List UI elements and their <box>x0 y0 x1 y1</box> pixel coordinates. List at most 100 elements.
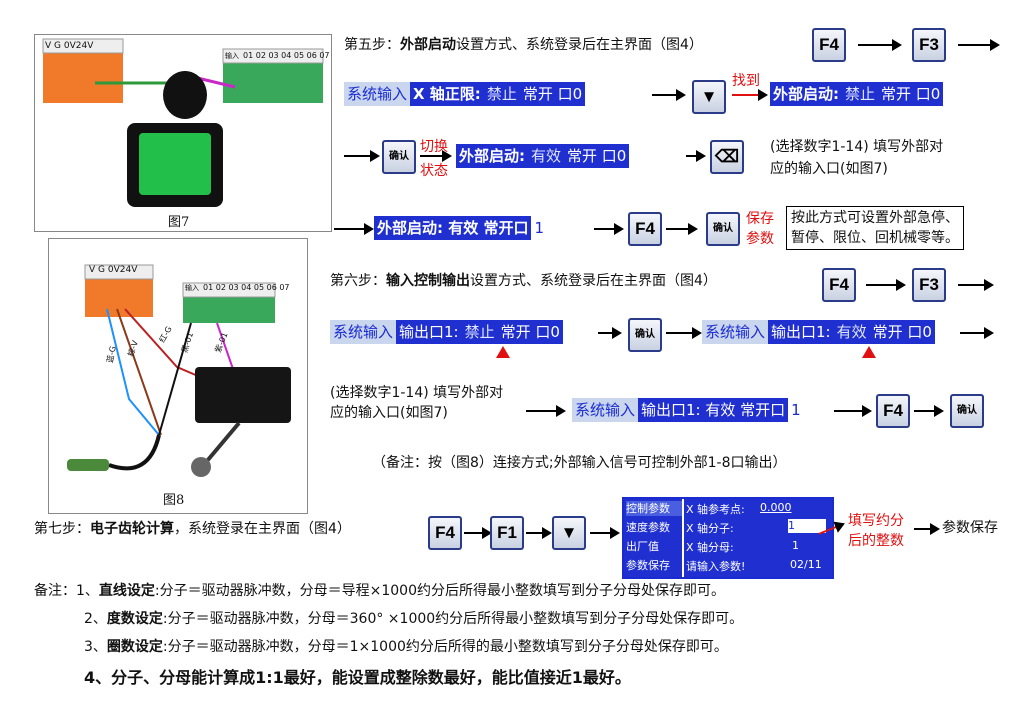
lcd-menu-save[interactable]: 参数保存 <box>626 559 670 572</box>
arrow <box>334 223 374 235</box>
key-f4-save[interactable]: F4 <box>628 212 662 246</box>
step7-suffix: ，系统登录在主界面（图4） <box>174 521 351 537</box>
bar-system-input: 系统输入 <box>344 82 411 106</box>
button-wiring-illustration <box>42 38 324 207</box>
figure-8-photo: V G 0V24V 01 02 03 04 05 06 07 输入 蓝-G 棕-… <box>48 238 308 514</box>
lcd-menu-speed[interactable]: 速度参数 <box>626 521 670 534</box>
note-3: 3、圈数设定:分子＝驱动器脉冲数，分母＝1×1000约分后所得的最小整数填写到分… <box>84 636 728 656</box>
key-down-arrow[interactable]: ▼ <box>692 80 726 114</box>
bar-port-value: 1 <box>531 216 547 240</box>
lcd-numerator-label: X 轴分子: <box>686 522 734 535</box>
save-label-1: 保存 <box>746 211 774 227</box>
note-1: 备注：1、直线设定:分子＝驱动器脉冲数，分母＝导程×1000约分后所得最小整数填… <box>34 580 725 600</box>
step6-prefix: 第六步： <box>330 273 386 289</box>
step6-desc-line1: (选择数字1-14) 填写外部对 <box>330 385 504 401</box>
bar-output-label: 输出口1: <box>768 320 834 344</box>
arrow <box>834 405 872 417</box>
figure-8-caption: 图8 <box>163 493 185 508</box>
fig8-terminal-left-label: V G 0V24V <box>89 265 138 275</box>
step6-heading: 第六步：输入控制输出设置方式、系统登录后在主界面（图4） <box>330 272 717 290</box>
lcd-bar-external-start-disabled: 外部启动:禁止常开 口0 <box>770 82 944 106</box>
delete-icon: ⌫ <box>714 147 740 166</box>
key-down-step7[interactable]: ▼ <box>552 516 586 550</box>
key-f1-step7[interactable]: F1 <box>490 516 524 550</box>
lcd-denominator-label: X 轴分母: <box>686 541 734 554</box>
arrow <box>866 279 906 291</box>
lcd-parameter-screen: 控制参数 速度参数 出厂值 参数保存 X 轴参考点: 0.000 X 轴分子: … <box>622 497 834 579</box>
step5-desc-line2: 应的输入口(如图7) <box>770 161 888 177</box>
note-2-text: :分子＝驱动器脉冲数，分母＝360° ×1000约分后所得最小整数填写到分子分母… <box>162 611 744 627</box>
key-f4-step6[interactable]: F4 <box>822 268 856 302</box>
note-1-text: :分子＝驱动器脉冲数，分母＝导程×1000约分后所得最小整数填写到分子分母处保存… <box>154 583 725 599</box>
bar-system-input: 系统输入 <box>330 320 397 344</box>
key-confirm-step6-a[interactable]: 确认 <box>628 318 662 352</box>
red-pointer-icon <box>496 346 510 358</box>
arrow <box>594 223 624 235</box>
tip-line-1: 按此方式可设置外部急停、 <box>791 210 959 226</box>
lcd-bar-output1-disabled: 系统输入输出口1:禁止常开 口0 <box>330 320 563 344</box>
note-3-text: :分子＝驱动器脉冲数，分母＝1×1000约分后所得的最小整数填写到分子分母处保存… <box>162 639 728 655</box>
lcd-menu-control[interactable]: 控制参数 <box>626 501 682 516</box>
arrow <box>666 223 698 235</box>
found-label: 找到 <box>732 73 760 89</box>
lcd-ref-value[interactable]: 0.000 <box>760 501 792 514</box>
note-2-bold: 度数设定 <box>106 611 163 627</box>
step7-heading: 第七步：电子齿轮计算，系统登录在主界面（图4） <box>34 520 351 538</box>
key-confirm-step6-b[interactable]: 确认 <box>950 394 984 428</box>
bar-enabled-value: 有效 <box>528 144 565 168</box>
arrow <box>958 39 1000 51</box>
note-2: 2、度数设定:分子＝驱动器脉冲数，分母＝360° ×1000约分后所得最小整数填… <box>84 608 743 628</box>
lcd-numerator-input[interactable]: 1 <box>788 519 826 533</box>
arrow <box>464 527 492 539</box>
step5-heading: 第五步：外部启动设置方式、系统登录后在主界面（图4） <box>344 36 703 54</box>
key-f4-step6-save[interactable]: F4 <box>876 394 910 428</box>
lcd-page-indicator: 02/11 <box>790 558 822 571</box>
arrow <box>652 89 686 101</box>
bar-output-label: 输出口1: <box>396 320 462 344</box>
key-delete[interactable]: ⌫ <box>710 140 744 174</box>
key-confirm-step5-b[interactable]: 确认 <box>706 212 740 246</box>
save-label-2: 参数 <box>746 231 774 247</box>
bar-output-full: 输出口1: 有效 常开口 <box>638 398 789 422</box>
arrow <box>526 527 552 539</box>
bar-external-start-label: 外部启动: <box>770 82 842 106</box>
bar-external-start-label: 外部启动: <box>456 144 528 168</box>
fig7-input-label: 输入 <box>225 52 239 60</box>
figure-7-photo: V G 0V24V 01 02 03 04 05 06 07 输入 图7 <box>34 34 332 232</box>
step6-bold: 输入控制输出 <box>386 273 470 289</box>
bar-external-start-full: 外部启动: 有效 常开口 <box>374 216 532 240</box>
bar-system-input: 系统输入 <box>572 398 639 422</box>
key-f3-step6[interactable]: F3 <box>912 268 946 302</box>
step6-suffix: 设置方式、系统登录后在主界面（图4） <box>470 273 717 289</box>
lcd-prompt: 请输入参数! <box>686 560 746 573</box>
arrow <box>598 327 622 339</box>
tip-line-2: 暂停、限位、回机械零等。 <box>791 230 959 246</box>
key-confirm-step5-a[interactable]: 确认 <box>382 140 416 174</box>
arrow <box>960 327 994 339</box>
lcd-bar-output1-enabled: 系统输入输出口1:有效常开 口0 <box>702 320 935 344</box>
note-3-prefix: 3、 <box>84 639 107 655</box>
fig7-terminal-left-label: V G 0V24V <box>45 41 94 51</box>
red-arrow <box>732 89 768 101</box>
lcd-menu-factory[interactable]: 出厂值 <box>626 540 659 553</box>
note-2-prefix: 2、 <box>84 611 107 627</box>
step7-bold: 电子齿轮计算 <box>90 521 174 537</box>
note-4: 4、分子、分母能计算成1:1最好，能设置成整除数最好，能比值接近1最好。 <box>84 668 631 687</box>
note-1-prefix: 备注：1、 <box>34 583 99 599</box>
key-f3-step5[interactable]: F3 <box>912 28 946 62</box>
bar-normally-open: 常开 口0 <box>869 320 935 344</box>
fig8-terminal-right-label: 01 02 03 04 05 06 07 <box>203 283 290 292</box>
note-1-bold: 直线设定 <box>98 583 155 599</box>
lcd-ref-label: X 轴参考点: <box>686 503 745 516</box>
bar-port-value: 1 <box>788 398 804 422</box>
lcd-content-area <box>684 499 832 577</box>
key-f4-step7[interactable]: F4 <box>428 516 462 550</box>
key-f4-step5[interactable]: F4 <box>812 28 846 62</box>
lcd-denominator-value[interactable]: 1 <box>792 539 799 552</box>
bar-disabled-value: 禁止 <box>842 82 879 106</box>
figure-7-caption: 图7 <box>168 215 190 230</box>
bar-system-input: 系统输入 <box>702 320 769 344</box>
fill-hint-line2: 后的整数 <box>848 533 904 549</box>
